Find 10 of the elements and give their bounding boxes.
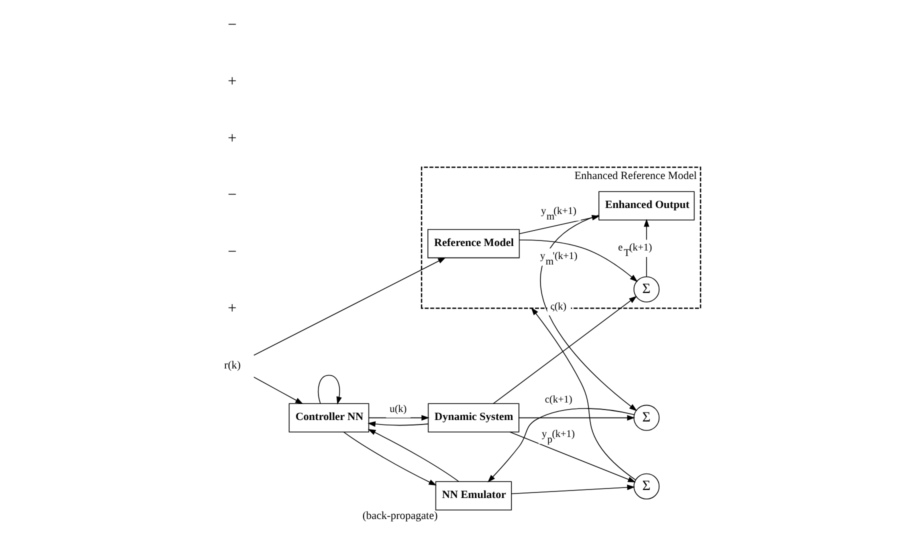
- label: +: [227, 73, 236, 90]
- label: −: [227, 16, 236, 34]
- label: +: [227, 130, 236, 147]
- label: −: [227, 243, 236, 260]
- node-text: r(k): [224, 360, 240, 372]
- label: +: [227, 300, 236, 317]
- edge-label: c(k+1): [544, 394, 572, 406]
- edge-label: u(k): [389, 404, 406, 415]
- node-label: (back-propagate): [362, 510, 438, 522]
- label: −: [227, 186, 236, 204]
